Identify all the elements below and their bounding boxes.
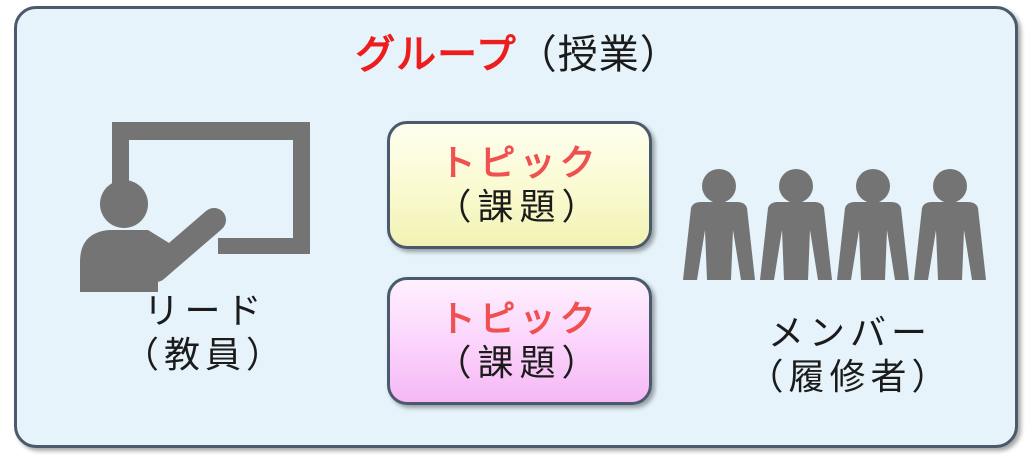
student-figure-icon — [760, 169, 832, 280]
member-label: メンバー （履修者） — [700, 312, 1000, 400]
student-figure-icon — [837, 169, 909, 280]
member-label-line1: メンバー — [767, 313, 932, 354]
lead-label-line1: リード — [143, 291, 267, 332]
students-group-icon — [683, 169, 986, 280]
topic-title: トピック — [439, 143, 600, 184]
student-figure-icon — [683, 169, 755, 280]
group-title-highlight: グループ — [355, 32, 517, 78]
lead-label-line2: （教員） — [122, 335, 287, 376]
topic-box-1: トピック （課題） — [387, 121, 652, 249]
teacher-body-shape — [80, 230, 174, 292]
whiteboard-shape — [112, 122, 310, 254]
teacher-whiteboard-icon — [80, 122, 310, 292]
teacher-head-shape — [100, 180, 148, 228]
member-label-line2: （履修者） — [747, 357, 953, 398]
topic-subtitle: （課題） — [435, 187, 604, 228]
student-figure-icon — [914, 169, 986, 280]
lead-label: リード （教員） — [100, 290, 310, 378]
topic-subtitle: （課題） — [435, 343, 604, 384]
topic-box-2: トピック （課題） — [387, 277, 652, 405]
group-title: グループ（授業） — [0, 30, 1036, 80]
topic-title: トピック — [439, 299, 600, 340]
group-title-rest: （授業） — [516, 32, 681, 78]
